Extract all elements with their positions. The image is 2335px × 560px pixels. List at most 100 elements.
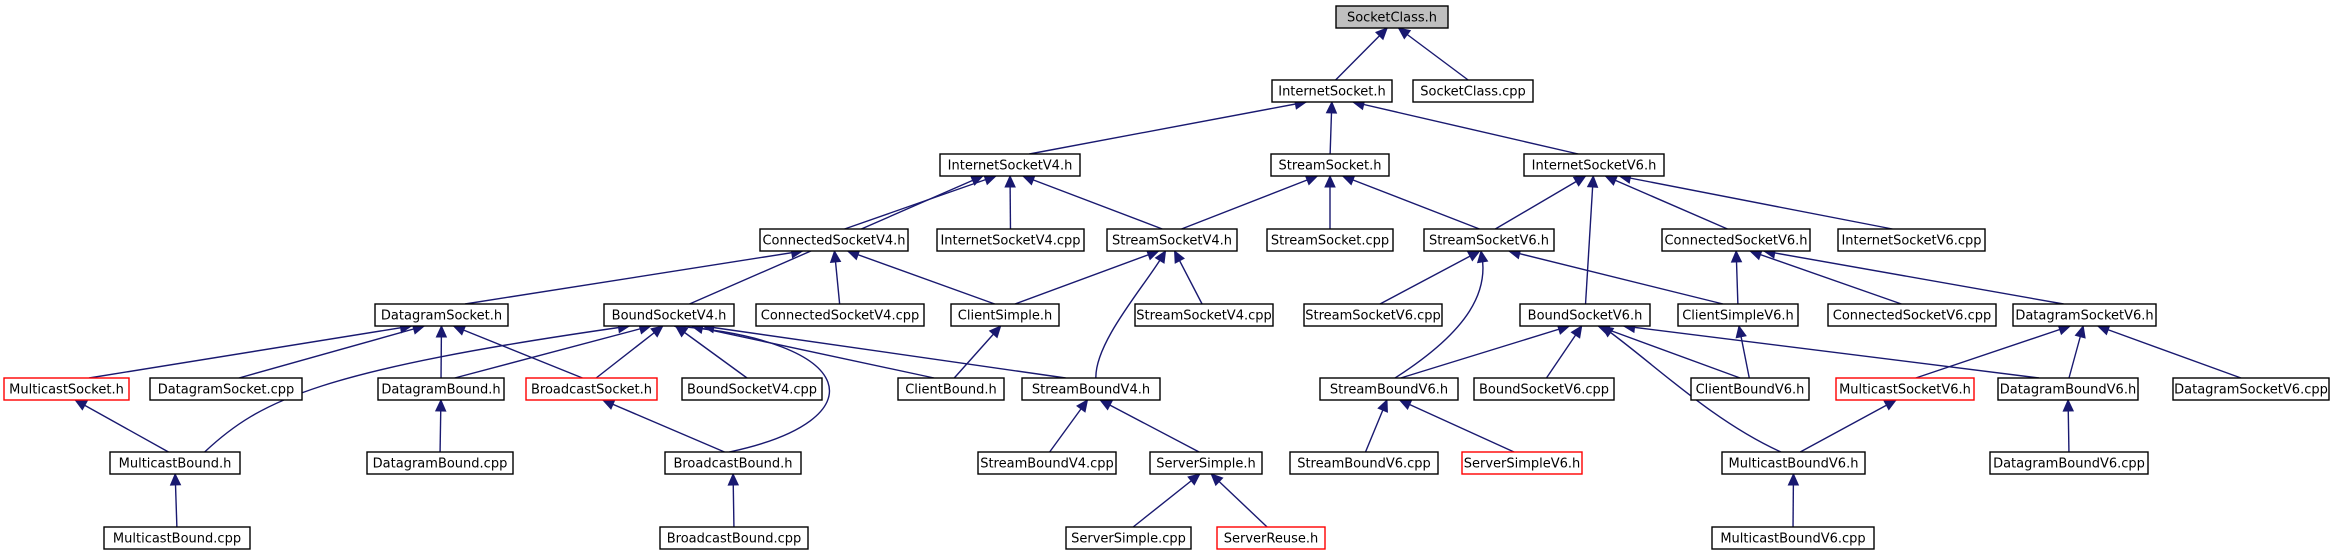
node-label: StreamBoundV4.cpp: [980, 457, 1114, 472]
node-label: ClientBound.h: [905, 383, 997, 398]
node-server-reuse-h[interactable]: ServerReuse.h: [1216, 526, 1326, 550]
node-server-simple-cpp[interactable]: ServerSimple.cpp: [1065, 526, 1192, 550]
node-label: BoundSocketV6.cpp: [1479, 383, 1609, 398]
node-multicast-bound-h[interactable]: MulticastBound.h: [109, 451, 241, 475]
node-stream-bound-v4-cpp[interactable]: StreamBoundV4.cpp: [977, 451, 1117, 475]
node-label: MulticastSocket.h: [9, 383, 124, 398]
node-internet-socket-h[interactable]: InternetSocket.h: [1271, 79, 1393, 103]
node-bound-socket-v6-cpp[interactable]: BoundSocketV6.cpp: [1473, 377, 1615, 401]
node-box: [1989, 451, 2149, 475]
node-broadcast-socket-h[interactable]: BroadcastSocket.h: [525, 377, 658, 401]
node-internet-socket-v4-cpp[interactable]: InternetSocketV4.cpp: [936, 228, 1085, 252]
arrowhead-datagram-bound-cpp-to-datagram-bound-h: [434, 398, 447, 412]
node-box: [950, 303, 1060, 327]
node-bound-socket-v4-cpp[interactable]: BoundSocketV4.cpp: [681, 377, 823, 401]
node-box: [1412, 79, 1534, 103]
node-client-simple-v6-h[interactable]: ClientSimpleV6.h: [1677, 303, 1799, 327]
node-client-bound-h[interactable]: ClientBound.h: [897, 377, 1005, 401]
node-label: DatagramSocket.h: [381, 309, 502, 324]
edge-broadcast-bound-h-to-broadcast-socket-h: [602, 399, 725, 453]
node-socket-class-cpp[interactable]: SocketClass.cpp: [1412, 79, 1534, 103]
node-internet-socket-v4-h[interactable]: InternetSocketV4.h: [939, 153, 1081, 177]
node-bound-socket-v4-h[interactable]: BoundSocketV4.h: [603, 303, 735, 327]
node-datagram-socket-cpp[interactable]: DatagramSocket.cpp: [149, 377, 303, 401]
edge-multicast-socket-h-to-datagram-socket-h: [88, 325, 412, 379]
arrowhead-stream-socket-h-to-internet-socket-h: [1325, 100, 1338, 114]
edge-datagram-socket-h-to-connected-socket-v4-h: [464, 250, 803, 305]
edge-connected-socket-v6-h-to-internet-socket-v6-h: [1605, 175, 1728, 230]
edge-stream-socket-v4-h-to-internet-socket-v4-h: [1022, 175, 1163, 230]
node-box: [1677, 303, 1799, 327]
edge-client-bound-h-to-client-simple-h: [953, 325, 1002, 379]
node-multicast-bound-v6-cpp[interactable]: MulticastBoundV6.cpp: [1711, 526, 1875, 550]
node-label: StreamSocketV4.h: [1112, 234, 1232, 249]
node-stream-socket-v6-h[interactable]: StreamSocketV6.h: [1423, 228, 1555, 252]
node-label: StreamSocket.h: [1279, 159, 1382, 174]
edge-stream-bound-v6-h-to-bound-socket-v6-h: [1400, 325, 1570, 379]
node-stream-socket-v4-cpp[interactable]: StreamSocketV4.cpp: [1134, 303, 1274, 327]
edge-server-simple-h-to-stream-bound-v4-h: [1099, 399, 1200, 453]
node-multicast-bound-v6-h[interactable]: MulticastBoundV6.h: [1721, 451, 1866, 475]
node-box: [659, 526, 809, 550]
node-broadcast-bound-cpp[interactable]: BroadcastBound.cpp: [659, 526, 809, 550]
node-box: [1523, 153, 1665, 177]
node-datagram-socket-v6-cpp[interactable]: DatagramSocketV6.cpp: [2172, 377, 2330, 401]
arrowhead-internet-socket-h-to-socket-class-h: [1374, 27, 1389, 41]
node-client-bound-v6-h[interactable]: ClientBoundV6.h: [1690, 377, 1810, 401]
node-stream-socket-v6-cpp[interactable]: StreamSocketV6.cpp: [1303, 303, 1443, 327]
node-connected-socket-v6-h[interactable]: ConnectedSocketV6.h: [1661, 228, 1811, 252]
node-connected-socket-v4-cpp[interactable]: ConnectedSocketV4.cpp: [755, 303, 925, 327]
node-client-simple-h[interactable]: ClientSimple.h: [950, 303, 1060, 327]
node-connected-socket-v6-cpp[interactable]: ConnectedSocketV6.cpp: [1827, 303, 1997, 327]
node-internet-socket-v6-cpp[interactable]: InternetSocketV6.cpp: [1837, 228, 1986, 252]
arrowhead-stream-bound-v4-h-to-stream-socket-v4-h: [1154, 249, 1167, 264]
edge-client-simple-h-to-connected-socket-v4-h: [847, 250, 995, 305]
node-broadcast-bound-h[interactable]: BroadcastBound.h: [664, 451, 802, 475]
node-socket-class-h[interactable]: SocketClass.h: [1335, 5, 1449, 29]
node-label: ServerSimple.h: [1156, 457, 1255, 472]
node-label: StreamBoundV6.h: [1330, 383, 1448, 398]
node-stream-bound-v6-h[interactable]: StreamBoundV6.h: [1319, 377, 1459, 401]
node-box: [1289, 451, 1439, 475]
node-server-simple-v6-h[interactable]: ServerSimpleV6.h: [1461, 451, 1583, 475]
node-label: StreamSocketV6.cpp: [1305, 309, 1441, 324]
node-datagram-bound-h[interactable]: DatagramBound.h: [377, 377, 505, 401]
node-box: [525, 377, 658, 401]
edge-internet-socket-h-to-socket-class-h: [1335, 27, 1388, 81]
arrowhead-datagram-bound-h-to-datagram-socket-h: [435, 324, 448, 338]
edge-multicast-bound-h-to-bound-socket-v4-h: [204, 325, 630, 453]
edge-server-reuse-h-to-server-simple-h: [1210, 473, 1268, 528]
arrowhead-server-simple-v6-h-to-stream-bound-v6-h: [1398, 399, 1413, 411]
node-stream-socket-h[interactable]: StreamSocket.h: [1270, 153, 1390, 177]
edge-datagram-bound-v6-h-to-bound-socket-v6-h: [1623, 325, 2040, 379]
edge-client-simple-v6-h-to-stream-socket-v6-h: [1508, 250, 1724, 305]
node-datagram-socket-h[interactable]: DatagramSocket.h: [374, 303, 509, 327]
node-stream-socket-cpp[interactable]: StreamSocket.cpp: [1266, 228, 1394, 252]
node-internet-socket-v6-h[interactable]: InternetSocketV6.h: [1523, 153, 1665, 177]
node-datagram-bound-v6-cpp[interactable]: DatagramBoundV6.cpp: [1989, 451, 2149, 475]
arrowhead-stream-bound-v6-h-to-stream-socket-v6-h: [1476, 249, 1489, 264]
node-server-simple-h[interactable]: ServerSimple.h: [1149, 451, 1263, 475]
edges-layer: [74, 27, 2242, 528]
node-multicast-bound-cpp[interactable]: MulticastBound.cpp: [103, 526, 251, 550]
node-multicast-socket-h[interactable]: MulticastSocket.h: [3, 377, 130, 401]
node-stream-bound-v6-cpp[interactable]: StreamBoundV6.cpp: [1289, 451, 1439, 475]
node-label: ServerSimple.cpp: [1071, 532, 1186, 547]
arrowhead-datagram-bound-v6-cpp-to-datagram-bound-v6-h: [2062, 398, 2075, 412]
node-datagram-bound-cpp[interactable]: DatagramBound.cpp: [366, 451, 514, 475]
node-datagram-bound-v6-h[interactable]: DatagramBoundV6.h: [1997, 377, 2139, 401]
node-box: [1461, 451, 1583, 475]
node-connected-socket-v4-h[interactable]: ConnectedSocketV4.h: [759, 228, 909, 252]
node-datagram-socket-v6-h[interactable]: DatagramSocketV6.h: [2012, 303, 2157, 327]
node-label: DatagramSocket.cpp: [158, 383, 295, 398]
node-multicast-socket-v6-h[interactable]: MulticastSocketV6.h: [1835, 377, 1975, 401]
node-label: MulticastSocketV6.h: [1839, 383, 1971, 398]
node-box: [1106, 228, 1238, 252]
node-stream-socket-v4-h[interactable]: StreamSocketV4.h: [1106, 228, 1238, 252]
node-box: [1021, 377, 1161, 401]
node-box: [1835, 377, 1975, 401]
arrowhead-internet-socket-v4-cpp-to-internet-socket-v4-h: [1004, 174, 1016, 188]
arrowhead-broadcast-socket-h-to-datagram-socket-h: [452, 324, 467, 336]
node-stream-bound-v4-h[interactable]: StreamBoundV4.h: [1021, 377, 1161, 401]
node-bound-socket-v6-h[interactable]: BoundSocketV6.h: [1519, 303, 1651, 327]
